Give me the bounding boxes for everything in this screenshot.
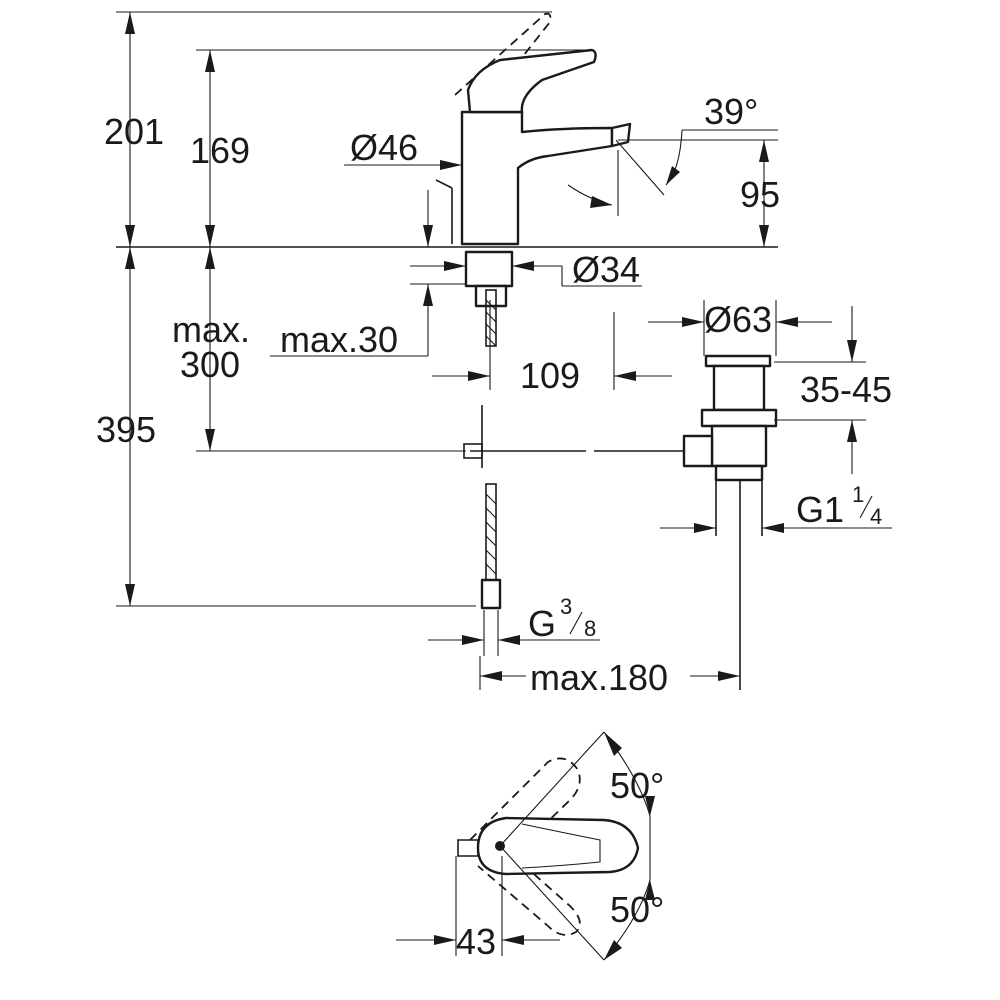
dim-d63: Ø63 bbox=[704, 299, 772, 340]
dim-35-45: 35-45 bbox=[800, 369, 892, 410]
waste-body-lower bbox=[710, 424, 768, 468]
popup-knob bbox=[457, 839, 479, 857]
dim-300: 300 bbox=[180, 344, 240, 385]
waste-tail-nut bbox=[714, 464, 764, 482]
pop-up-waste bbox=[682, 354, 778, 690]
dim-g1-denominator: 4 bbox=[870, 504, 882, 529]
dim-g38-numerator: 3 bbox=[560, 594, 572, 619]
hose-connector bbox=[480, 578, 502, 610]
dim-angle-50-bottom: 50° bbox=[610, 889, 664, 930]
flex-hose-top bbox=[485, 289, 497, 347]
dim-d34: Ø34 bbox=[572, 249, 640, 290]
faucet-side-view bbox=[116, 12, 778, 347]
faucet-body bbox=[460, 110, 614, 246]
spout-tip bbox=[610, 122, 632, 148]
dim-d46: Ø46 bbox=[350, 127, 418, 168]
lever-raised-outline bbox=[454, 12, 552, 109]
waste-body-upper bbox=[712, 364, 766, 412]
lever-right-position bbox=[477, 843, 581, 936]
dim-max30: max.30 bbox=[280, 319, 398, 360]
dim-395: 395 bbox=[96, 409, 156, 450]
dim-201: 201 bbox=[104, 111, 164, 152]
dim-169: 169 bbox=[190, 130, 250, 171]
dim-g38-denominator: 8 bbox=[584, 616, 596, 641]
dim-g1-numerator: 1 bbox=[852, 482, 864, 507]
dimension-arrows bbox=[125, 12, 857, 681]
waste-side-connector bbox=[682, 434, 714, 468]
popup-rod bbox=[435, 179, 453, 244]
mounting-shank bbox=[464, 250, 514, 288]
dim-109: 109 bbox=[520, 355, 580, 396]
dim-max180: max.180 bbox=[530, 657, 668, 698]
dim-43: 43 bbox=[456, 921, 496, 962]
dim-angle-50-top: 50° bbox=[610, 765, 664, 806]
dim-g1: G1 bbox=[796, 489, 844, 530]
lever-handle bbox=[466, 48, 597, 114]
dim-max-label: max. bbox=[172, 309, 250, 350]
faucet-top-view bbox=[396, 731, 655, 961]
popup-linkage bbox=[463, 405, 684, 610]
dimension-lines bbox=[116, 11, 892, 690]
dimension-labels: 201 169 Ø46 39° 95 Ø34 max. 300 max.30 1… bbox=[96, 91, 892, 962]
lever-left-position bbox=[469, 757, 581, 863]
dim-95: 95 bbox=[740, 174, 780, 215]
dim-angle-39: 39° bbox=[704, 91, 758, 132]
top-view-lever bbox=[476, 816, 640, 876]
dim-g38: G bbox=[528, 603, 556, 644]
mounting-nut bbox=[474, 284, 508, 308]
waste-plug bbox=[704, 354, 772, 368]
waste-flange bbox=[700, 408, 778, 428]
